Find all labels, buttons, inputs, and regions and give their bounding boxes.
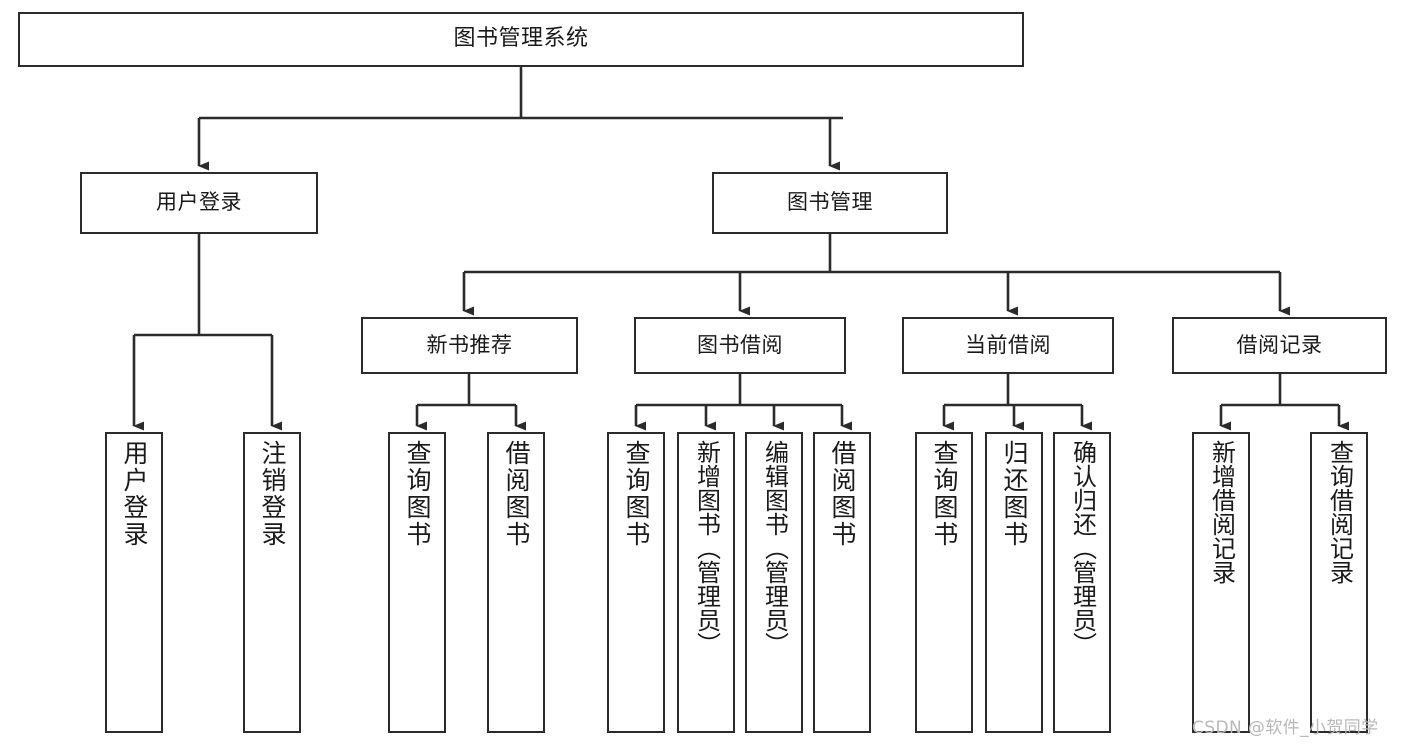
node-label: 新书推荐 bbox=[426, 332, 513, 357]
leaf-borrow-lend-book[interactable]: 借阅图书 bbox=[813, 432, 871, 733]
node-label: 图书管理系统 bbox=[453, 26, 589, 52]
node-label: 新增图书（管理员） bbox=[692, 440, 721, 656]
leaf-current-query[interactable]: 查询图书 bbox=[915, 432, 973, 733]
node-label: 借阅图书 bbox=[828, 440, 857, 548]
node-label: 用户登录 bbox=[156, 190, 242, 215]
node-label: 查询图书 bbox=[930, 440, 959, 548]
node-label: 新增借阅记录 bbox=[1207, 440, 1236, 584]
node-label: 当前借阅 bbox=[965, 332, 1051, 357]
node-user-login[interactable]: 用户登录 bbox=[80, 172, 318, 234]
leaf-borrow-add-book-admin[interactable]: 新增图书（管理员） bbox=[677, 432, 735, 733]
csdn-watermark: CSDN @软件_小贺同学 bbox=[1192, 718, 1379, 738]
node-label: 图书借阅 bbox=[697, 332, 783, 357]
node-current-borrow[interactable]: 当前借阅 bbox=[902, 317, 1114, 374]
leaf-borrow-query[interactable]: 查询图书 bbox=[607, 432, 665, 733]
node-label: 查询图书 bbox=[622, 440, 651, 548]
node-label: 图书管理 bbox=[787, 190, 873, 215]
node-label: 查询借阅记录 bbox=[1325, 440, 1354, 584]
leaf-records-add[interactable]: 新增借阅记录 bbox=[1192, 432, 1250, 733]
leaf-user-login[interactable]: 用户登录 bbox=[105, 432, 163, 733]
node-label: 用户登录 bbox=[120, 440, 149, 548]
node-borrow-records[interactable]: 借阅记录 bbox=[1172, 317, 1387, 374]
node-label: 注销登录 bbox=[258, 440, 287, 548]
leaf-current-confirm-return-admin[interactable]: 确认归还（管理员） bbox=[1053, 432, 1111, 733]
leaf-new-book-query[interactable]: 查询图书 bbox=[388, 432, 446, 733]
node-new-book-recommend[interactable]: 新书推荐 bbox=[361, 317, 578, 374]
node-label: 借阅图书 bbox=[502, 440, 531, 548]
node-book-borrow[interactable]: 图书借阅 bbox=[634, 317, 846, 374]
node-label: 归还图书 bbox=[1000, 440, 1029, 548]
node-label: 借阅记录 bbox=[1236, 332, 1323, 357]
leaf-new-book-borrow[interactable]: 借阅图书 bbox=[487, 432, 545, 733]
node-book-management[interactable]: 图书管理 bbox=[712, 172, 948, 234]
leaf-user-logout[interactable]: 注销登录 bbox=[243, 432, 301, 733]
leaf-borrow-edit-book-admin[interactable]: 编辑图书（管理员） bbox=[745, 432, 803, 733]
node-label: 查询图书 bbox=[403, 440, 432, 548]
leaf-current-return-book[interactable]: 归还图书 bbox=[985, 432, 1043, 733]
node-label: 编辑图书（管理员） bbox=[760, 440, 789, 656]
node-label: 确认归还（管理员） bbox=[1068, 440, 1097, 656]
node-root-system[interactable]: 图书管理系统 bbox=[18, 12, 1024, 67]
leaf-records-query[interactable]: 查询借阅记录 bbox=[1310, 432, 1368, 733]
